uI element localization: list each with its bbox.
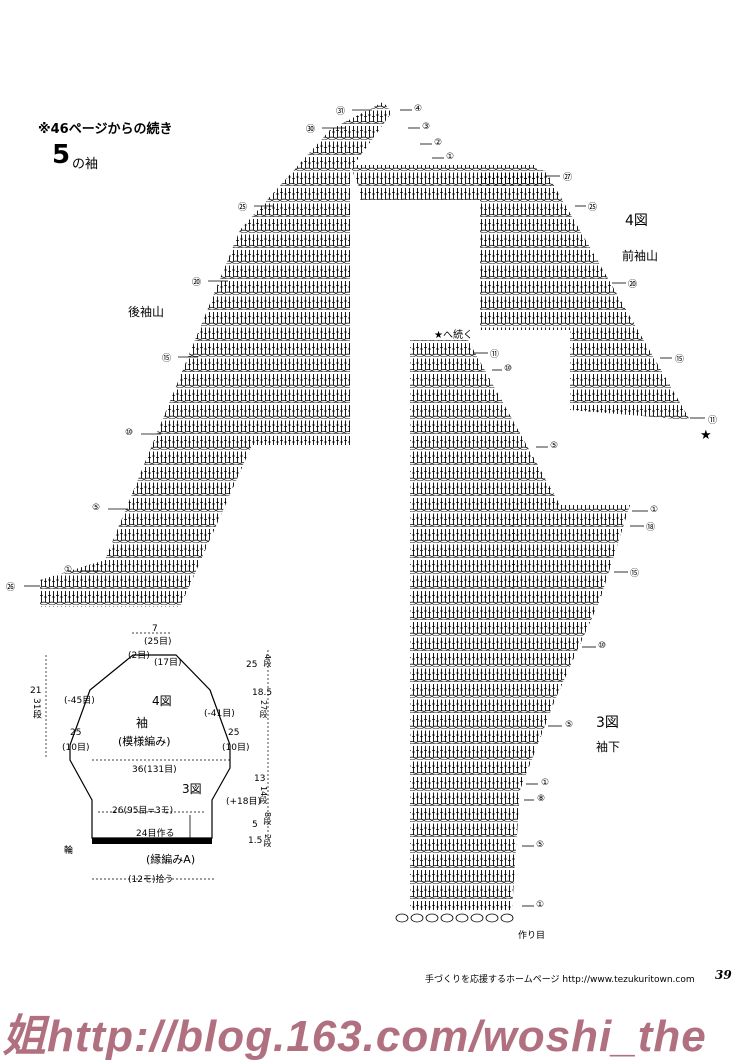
continuation-note: ※46ページからの続き	[38, 122, 173, 137]
row-marker: ①	[446, 152, 455, 162]
row-marker: ⑮	[630, 569, 640, 579]
cuff-band	[92, 838, 212, 844]
row-marker: ⑱	[646, 523, 656, 533]
schematic-top-right: (17目)	[154, 658, 182, 668]
schematic-right-side: 25	[228, 728, 240, 738]
schematic-inc: (+18目)	[226, 797, 262, 807]
pattern-title: の袖	[72, 157, 99, 172]
schematic-left-side: 25	[70, 728, 82, 738]
schematic-fig3-label: 3図	[182, 782, 202, 796]
back-cap-label: 後袖山	[128, 305, 165, 319]
schematic-fig-label: 4図	[152, 694, 172, 708]
row-marker: ㉛	[336, 107, 346, 117]
schematic-r25: 25	[246, 660, 258, 670]
row-marker: ①	[64, 565, 73, 575]
row-marker: ⑧	[537, 794, 546, 804]
row-marker: ㉕	[588, 203, 598, 213]
schematic-top-left: (2目)	[128, 651, 150, 661]
schematic-left-rows: 31段	[31, 698, 41, 719]
row-marker: ㉚	[306, 125, 316, 135]
row-marker: ①	[650, 505, 659, 515]
row-marker: ㉗	[563, 173, 573, 183]
row-marker: ⑤	[565, 720, 574, 730]
foundation-loop	[410, 913, 424, 923]
row-marker: ⑳	[628, 280, 638, 290]
row-marker: ⑩	[598, 641, 607, 651]
row-marker: ②	[434, 138, 443, 148]
watermark: 姐http://blog.163.com/woshi_the	[2, 1012, 707, 1061]
schematic-left-side-sts: (10目)	[62, 743, 90, 753]
foundation-loop	[455, 913, 469, 923]
foundation-loop	[440, 913, 454, 923]
footer-site: 手づくりを応援するホームページ http://www.tezukuritown.…	[425, 975, 695, 985]
schematic-r27: 27段	[259, 700, 268, 719]
figure-4-label: 4図	[625, 213, 648, 229]
page-number: 39	[715, 968, 732, 982]
schematic-r18-5: 18.5	[252, 688, 273, 698]
schematic-r2: 2段	[263, 834, 272, 848]
schematic-right-side-sts: (10目)	[222, 743, 250, 753]
schematic-r5: 5	[252, 820, 258, 830]
schematic-left-height: 21	[30, 686, 42, 696]
row-marker: ⑪	[708, 416, 718, 426]
row-marker: ⑤	[92, 503, 101, 513]
schematic-top-width-sts: (25目)	[144, 637, 172, 647]
row-marker: ⑤	[536, 840, 545, 850]
schematic-right-dec: (-41目)	[204, 709, 235, 719]
schematic-left-dec: (-45目)	[64, 696, 95, 706]
row-marker: ①	[536, 900, 545, 910]
underarm-chart	[410, 505, 630, 910]
continue-star-label: ★へ続く	[434, 330, 473, 341]
foundation-loop	[485, 913, 499, 923]
schematic-r1-5: 1.5	[248, 836, 263, 846]
row-marker: ⑮	[675, 355, 685, 365]
schematic-part-name: 袖	[136, 716, 149, 730]
row-marker: ⑩	[125, 428, 134, 438]
front-cap-chart	[480, 170, 690, 420]
schematic-cuff-width: 26(95目=3モ)	[112, 806, 174, 816]
row-marker: ⑤	[550, 441, 559, 451]
row-marker: ①	[541, 778, 550, 788]
row-marker: ⑮	[162, 354, 172, 364]
schematic-r13: 13	[254, 774, 266, 784]
schematic-bottom-pickup: (12モ)拾う	[128, 875, 174, 885]
row-marker: ⑪	[490, 350, 500, 360]
schematic-r8: 8段	[263, 812, 272, 826]
row-marker: ⑩	[504, 364, 513, 374]
middle-chart	[410, 340, 560, 690]
row-marker: ㉕	[238, 203, 248, 213]
schematic-r14: 14段	[259, 786, 268, 805]
underarm-label: 袖下	[596, 740, 621, 754]
row-marker: ④	[414, 104, 423, 114]
star-icon: ★	[700, 428, 712, 443]
front-cap-label: 前袖山	[622, 249, 659, 263]
figure-3-label: 3図	[596, 715, 619, 731]
row-marker: ⑳	[192, 278, 202, 288]
foundation-loop	[395, 913, 409, 923]
row-marker: ㉖	[6, 583, 16, 593]
foundation-loop	[500, 913, 514, 923]
schematic-r4: 4段	[263, 654, 272, 668]
foundation-label: 作り目	[518, 931, 546, 941]
schematic-ring: 輪	[64, 846, 74, 856]
foundation-loop	[425, 913, 439, 923]
schematic-mid-width: 36(131目)	[132, 765, 177, 775]
schematic-top-width: 7	[152, 624, 158, 634]
pattern-number: 5	[52, 140, 71, 170]
schematic-edge-stitch: (縁編みA)	[146, 853, 196, 866]
back-cap-chart	[40, 102, 392, 607]
schematic-pickup: 24目作る	[136, 829, 175, 839]
schematic-stitch-name: (模様編み)	[118, 735, 171, 748]
row-marker: ③	[422, 122, 431, 132]
foundation-loop	[470, 913, 484, 923]
